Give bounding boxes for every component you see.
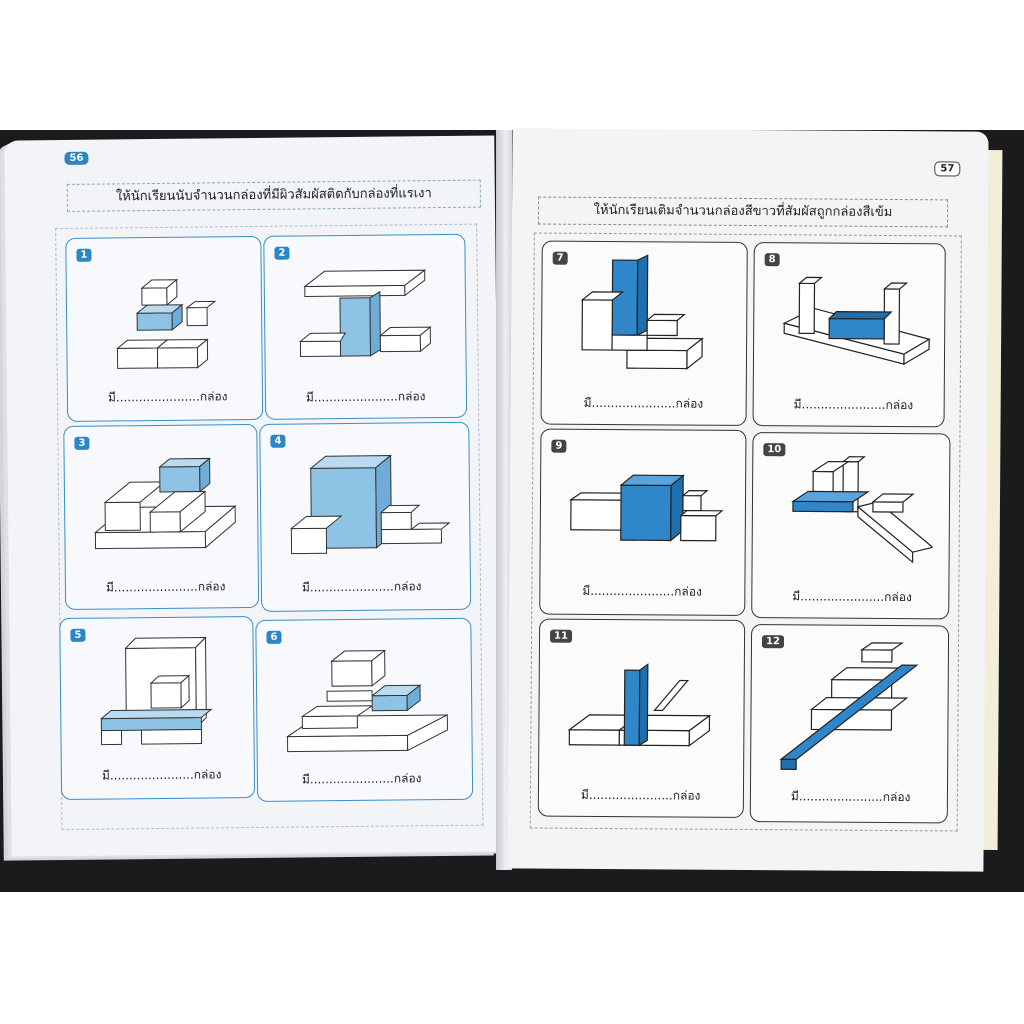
answer-line: มี......................กล่อง bbox=[790, 789, 911, 805]
exercise-number: 2 bbox=[274, 246, 290, 260]
top-background bbox=[0, 0, 1024, 130]
bottom-background bbox=[0, 892, 1024, 1024]
block-figure-3 bbox=[93, 457, 237, 550]
exercise-cell-4: 4 มี......................กล่อง bbox=[259, 421, 472, 612]
answer-line: มี......................กล่อง bbox=[582, 583, 702, 599]
block-figure-5 bbox=[99, 636, 213, 746]
exercise-cell-11: 11 มี......................กล่อง bbox=[537, 618, 746, 818]
block-figure-12 bbox=[779, 642, 919, 770]
block-figure-11 bbox=[567, 663, 712, 747]
answer-line: มี......................กล่อง bbox=[101, 767, 222, 783]
answer-line: มี......................กล่อง bbox=[301, 579, 422, 595]
block-figure-1 bbox=[116, 278, 217, 370]
left-page: 56 ให้นักเรียนนับจำนวนกล่องที่มีผิวสัมผั… bbox=[4, 135, 502, 857]
answer-line: มี......................กล่อง bbox=[105, 579, 226, 595]
answer-line: มี......................กล่อง bbox=[305, 389, 426, 405]
exercise-cell-12: 12 มี......................กล่อง bbox=[749, 624, 950, 824]
exercise-cell-3: 3 มี......................กล่อง bbox=[63, 423, 260, 610]
block-figure-7 bbox=[580, 254, 704, 370]
exercise-cell-10: 10 มี......................กล่อง bbox=[751, 432, 951, 620]
answer-line: มี......................กล่อง bbox=[107, 389, 228, 405]
right-page-title: ให้นักเรียนเติมจำนวนกล่องสีขาวที่สัมผัสถ… bbox=[537, 196, 949, 228]
answer-line: มี......................กล่อง bbox=[580, 787, 701, 803]
exercise-cell-7: 7 มี......................กล่อง bbox=[540, 240, 748, 426]
exercise-cell-9: 9 มี......................กล่อง bbox=[539, 428, 747, 616]
block-figure-10 bbox=[791, 456, 934, 564]
exercise-cell-2: 2 มี......................กล่อง bbox=[263, 233, 468, 420]
exercise-cell-5: 5 มี......................กล่อง bbox=[59, 616, 256, 801]
exercise-number: 5 bbox=[70, 628, 86, 642]
block-figure-2 bbox=[298, 269, 432, 357]
left-page-title: ให้นักเรียนนับจำนวนกล่องที่มีผิวสัมผัสติ… bbox=[66, 179, 481, 212]
exercise-number: 11 bbox=[549, 629, 573, 643]
right-page: 57 ให้นักเรียนเติมจำนวนกล่องสีขาวที่สัมผ… bbox=[507, 128, 989, 872]
left-page-number: 56 bbox=[64, 151, 89, 165]
exercise-cell-6: 6 มี......................กล่อง bbox=[255, 617, 474, 802]
answer-line: มี......................กล่อง bbox=[793, 397, 914, 413]
block-figure-6 bbox=[285, 649, 448, 753]
exercise-cell-8: 8 มี......................กล่อง bbox=[752, 242, 946, 428]
answer-line: มี......................กล่อง bbox=[301, 771, 422, 787]
exercise-number: 7 bbox=[552, 251, 568, 265]
block-figure-4 bbox=[289, 454, 451, 555]
block-figure-9 bbox=[569, 474, 724, 542]
exercise-number: 9 bbox=[551, 439, 567, 453]
answer-line: มี......................กล่อง bbox=[792, 589, 912, 605]
right-page-number: 57 bbox=[934, 161, 961, 177]
block-figure-8 bbox=[782, 276, 931, 366]
exercise-cell-1: 1 มี......................กล่อง bbox=[65, 235, 264, 422]
answer-line: มี......................กล่อง bbox=[583, 395, 704, 411]
exercise-number: 1 bbox=[76, 248, 92, 262]
